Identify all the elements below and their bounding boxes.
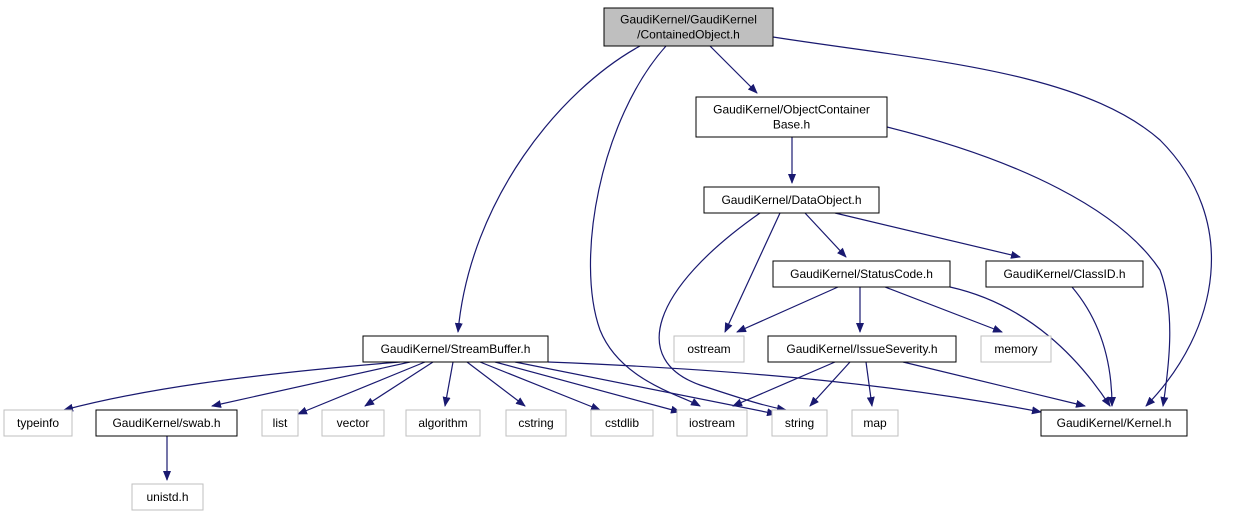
edge-issueseverity-to-string xyxy=(809,361,851,407)
edge-statuscode-to-memory xyxy=(884,286,1003,333)
node-classid[interactable]: GaudiKernel/ClassID.h xyxy=(985,260,1144,288)
node-box-kernel xyxy=(1040,409,1188,437)
node-label-typeinfo: typeinfo xyxy=(17,416,59,430)
node-box-contained xyxy=(603,7,774,47)
edge-streambuffer-to-typeinfo xyxy=(63,361,401,412)
node-label-streambuffer: GaudiKernel/StreamBuffer.h xyxy=(381,342,531,356)
edge-dataobj-to-ostream xyxy=(724,212,781,333)
node-swab[interactable]: GaudiKernel/swab.h xyxy=(95,409,238,437)
edge-contained-to-iostream xyxy=(589,45,701,407)
node-label-iostream: iostream xyxy=(689,416,735,430)
node-box-cstring xyxy=(505,409,567,437)
node-box-list xyxy=(261,409,299,437)
node-label-swab: GaudiKernel/swab.h xyxy=(112,416,220,430)
edge-streambuffer-to-string xyxy=(514,361,777,417)
edge-dataobj-to-string xyxy=(658,212,787,413)
node-memory: memory xyxy=(980,335,1052,363)
node-iostream: iostream xyxy=(676,409,748,437)
node-box-map xyxy=(851,409,899,437)
node-box-objcont xyxy=(695,96,888,138)
node-label-cstdlib: cstdlib xyxy=(605,416,639,430)
node-label-contained: GaudiKernel/GaudiKernel xyxy=(620,13,757,27)
node-box-vector xyxy=(321,409,385,437)
node-cstdlib: cstdlib xyxy=(590,409,654,437)
node-box-algorithm xyxy=(405,409,481,437)
node-box-iostream xyxy=(676,409,748,437)
node-kernel[interactable]: GaudiKernel/Kernel.h xyxy=(1040,409,1188,437)
node-box-classid xyxy=(985,260,1144,288)
node-label-string: string xyxy=(785,416,814,430)
edge-streambuffer-to-iostream xyxy=(494,361,681,414)
node-label-kernel: GaudiKernel/Kernel.h xyxy=(1057,416,1172,430)
node-issueseverity[interactable]: GaudiKernel/IssueSeverity.h xyxy=(767,335,957,363)
node-label-dataobj: GaudiKernel/DataObject.h xyxy=(721,193,861,207)
node-label-classid: GaudiKernel/ClassID.h xyxy=(1003,267,1125,281)
edge-contained-to-objcont xyxy=(709,45,758,94)
edge-statuscode-to-ostream xyxy=(736,286,839,333)
node-vector: vector xyxy=(321,409,385,437)
edge-streambuffer-to-cstring xyxy=(466,361,526,407)
node-unistd: unistd.h xyxy=(131,483,204,511)
node-contained[interactable]: GaudiKernel/GaudiKernel/ContainedObject.… xyxy=(603,7,774,47)
edge-dataobj-to-statuscode xyxy=(804,212,847,258)
node-algorithm: algorithm xyxy=(405,409,481,437)
node-box-swab xyxy=(95,409,238,437)
node-box-memory xyxy=(980,335,1052,363)
node-box-unistd xyxy=(131,483,204,511)
edge-streambuffer-to-list xyxy=(297,361,426,415)
edge-streambuffer-to-kernel xyxy=(547,361,1042,415)
edge-dataobj-to-classid xyxy=(834,212,1021,259)
node-statuscode[interactable]: GaudiKernel/StatusCode.h xyxy=(772,260,951,288)
node-box-issueseverity xyxy=(767,335,957,363)
edge-issueseverity-to-kernel xyxy=(902,361,1086,408)
node-ostream: ostream xyxy=(673,335,745,363)
edge-contained-to-kernel xyxy=(772,36,1212,407)
node-label-statuscode: GaudiKernel/StatusCode.h xyxy=(790,267,933,281)
node-box-typeinfo xyxy=(3,409,73,437)
edge-streambuffer-to-vector xyxy=(364,361,434,407)
edge-streambuffer-to-algorithm xyxy=(442,361,454,407)
node-box-dataobj xyxy=(703,186,880,214)
node-typeinfo: typeinfo xyxy=(3,409,73,437)
node-box-string xyxy=(771,409,828,437)
edge-classid-to-kernel xyxy=(1071,286,1116,407)
node-box-cstdlib xyxy=(590,409,654,437)
node-label-map: map xyxy=(863,416,887,430)
node-label-issueseverity: GaudiKernel/IssueSeverity.h xyxy=(786,342,937,356)
node-label-memory: memory xyxy=(994,342,1037,356)
edge-streambuffer-to-swab xyxy=(211,361,411,408)
node-map: map xyxy=(851,409,899,437)
node-cstring: cstring xyxy=(505,409,567,437)
node-label-contained: /ContainedObject.h xyxy=(637,28,740,42)
node-label-ostream: ostream xyxy=(687,342,730,356)
node-label-unistd: unistd.h xyxy=(146,490,188,504)
node-label-cstring: cstring xyxy=(518,416,553,430)
node-box-ostream xyxy=(673,335,745,363)
edge-streambuffer-to-cstdlib xyxy=(479,361,601,411)
nodes-layer: GaudiKernel/GaudiKernel/ContainedObject.… xyxy=(3,7,1188,511)
node-string: string xyxy=(771,409,828,437)
node-label-list: list xyxy=(273,416,288,430)
edge-contained-to-streambuffer xyxy=(454,45,641,333)
edge-issueseverity-to-map xyxy=(865,361,875,407)
node-box-streambuffer xyxy=(362,335,549,363)
node-box-statuscode xyxy=(772,260,951,288)
edge-issueseverity-to-iostream xyxy=(732,361,836,407)
node-list: list xyxy=(261,409,299,437)
node-streambuffer[interactable]: GaudiKernel/StreamBuffer.h xyxy=(362,335,549,363)
edge-objcont-to-kernel xyxy=(886,126,1171,407)
node-label-vector: vector xyxy=(337,416,370,430)
node-label-objcont: Base.h xyxy=(773,118,810,132)
node-label-objcont: GaudiKernel/ObjectContainer xyxy=(713,103,870,117)
node-label-algorithm: algorithm xyxy=(418,416,467,430)
node-dataobj[interactable]: GaudiKernel/DataObject.h xyxy=(703,186,880,214)
